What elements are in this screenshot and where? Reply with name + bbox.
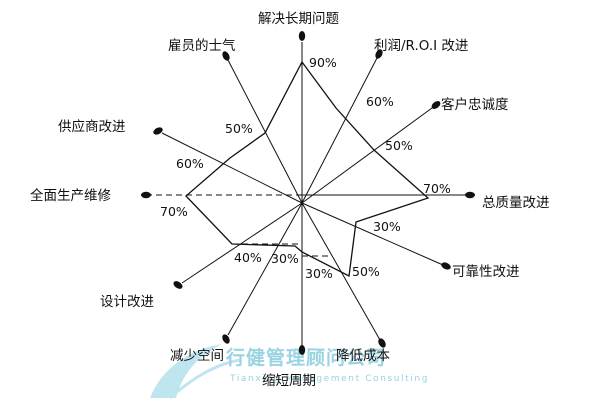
pct-label-long-term: 90% — [309, 55, 337, 70]
pct-label-supplier: 60% — [176, 156, 204, 171]
axis-line-morale — [227, 59, 303, 204]
watermark-chinese: 行健管理顾问公司 — [225, 346, 386, 369]
end-dot-profit — [375, 49, 383, 59]
pct-label-morale: 50% — [225, 121, 253, 136]
axes-group — [150, 42, 466, 346]
axis-label-loyalty: 客户忠诚度 — [441, 96, 509, 113]
end-dot-cost — [378, 338, 386, 348]
end-dot-space — [222, 334, 230, 344]
axis-label-profit: 利润/R.O.I 改进 — [374, 38, 469, 54]
axis-line-supplier — [161, 132, 303, 204]
axis-end-dots — [141, 31, 475, 355]
axis-line-reliability — [301, 202, 444, 266]
axis-line-design — [181, 202, 303, 284]
end-dot-loyalty — [431, 101, 441, 109]
axis-label-space: 减少空间 — [170, 348, 224, 364]
end-dot-cycle — [298, 345, 306, 355]
axis-labels: 解决长期问题 利润/R.O.I 改进 客户忠诚度 总质量改进 可靠性改进 降低成… — [30, 11, 550, 389]
pct-label-cost: 50% — [352, 264, 380, 279]
axis-label-quality: 总质量改进 — [482, 195, 550, 211]
axis-label-design: 设计改进 — [100, 294, 154, 310]
end-dot-quality — [465, 191, 475, 199]
axis-line-space — [227, 202, 303, 336]
watermark-logo-swoosh — [168, 358, 241, 400]
axis-label-supplier: 供应商改进 — [58, 118, 126, 135]
axis-line-profit — [301, 57, 378, 204]
pct-label-cycle: 30% — [305, 266, 333, 281]
end-dot-morale — [222, 51, 230, 61]
watermark-logo-icon — [150, 344, 222, 398]
axis-label-long-term: 解决长期问题 — [258, 11, 339, 27]
end-dot-tpm — [141, 191, 151, 199]
axis-label-reliability: 可靠性改进 — [452, 264, 520, 280]
pct-label-reliability: 30% — [373, 219, 401, 234]
axis-label-tpm: 全面生产维修 — [30, 187, 111, 204]
pct-label-tpm: 70% — [160, 204, 188, 219]
profile-polygon — [185, 60, 430, 277]
end-dot-long-term — [298, 31, 306, 41]
watermark-english: Tianxing Management Consulting — [229, 374, 429, 384]
pct-label-space: 30% — [271, 251, 299, 266]
end-dot-design — [173, 281, 183, 289]
axis-label-cycle: 缩短周期 — [262, 373, 316, 389]
pct-label-profit: 60% — [366, 94, 394, 109]
pct-label-design: 40% — [234, 250, 262, 265]
axis-label-morale: 雇员的士气 — [168, 37, 236, 54]
end-dot-supplier — [153, 127, 163, 135]
pct-label-quality: 70% — [423, 181, 451, 196]
axis-label-cost: 降低成本 — [336, 348, 390, 364]
watermark: 行健管理顾问公司 Tianxing Management Consulting — [150, 344, 429, 400]
axis-line-loyalty — [301, 107, 433, 204]
end-dot-reliability — [441, 262, 451, 270]
pct-label-loyalty: 50% — [385, 138, 413, 153]
percent-labels: 90% 60% 50% 70% 30% 50% 30% 30% 40% 70% … — [160, 55, 451, 281]
